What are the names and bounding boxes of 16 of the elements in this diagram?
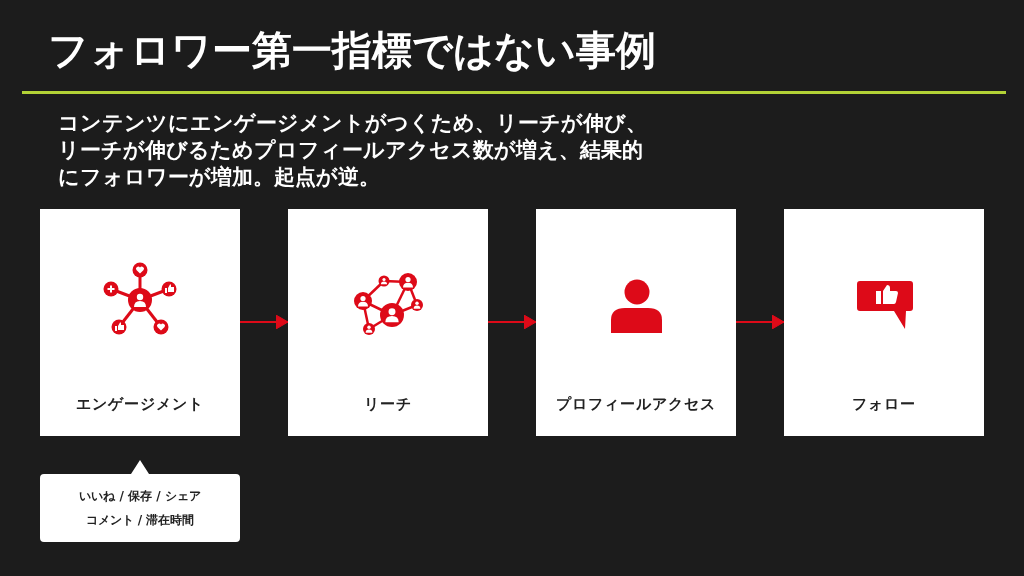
box-label: エンゲージメント — [75, 395, 205, 414]
process-box — [784, 209, 984, 436]
process-box — [40, 209, 240, 436]
box-label: プロフィールアクセス — [555, 395, 717, 414]
box-label: フォロー — [851, 395, 917, 414]
arrow — [736, 314, 785, 330]
description-text: コンテンツにエンゲージメントがつくため、リーチが伸び、リーチが伸びるためプロフィールアクセス数が増え、結果的にフォロワーが増加。起点が逆。 — [58, 110, 648, 191]
arrow — [488, 314, 537, 330]
process-box — [536, 209, 736, 436]
slide-title: フォロワー第一指標ではない事例 — [48, 26, 656, 74]
process-box — [288, 209, 488, 436]
box-label: リーチ — [363, 395, 413, 414]
callout-text: コメント / 滞在時間 — [84, 512, 196, 529]
callout-text: いいね / 保存 / シェア — [78, 488, 202, 505]
arrow — [240, 314, 289, 330]
callout-box — [40, 460, 240, 542]
